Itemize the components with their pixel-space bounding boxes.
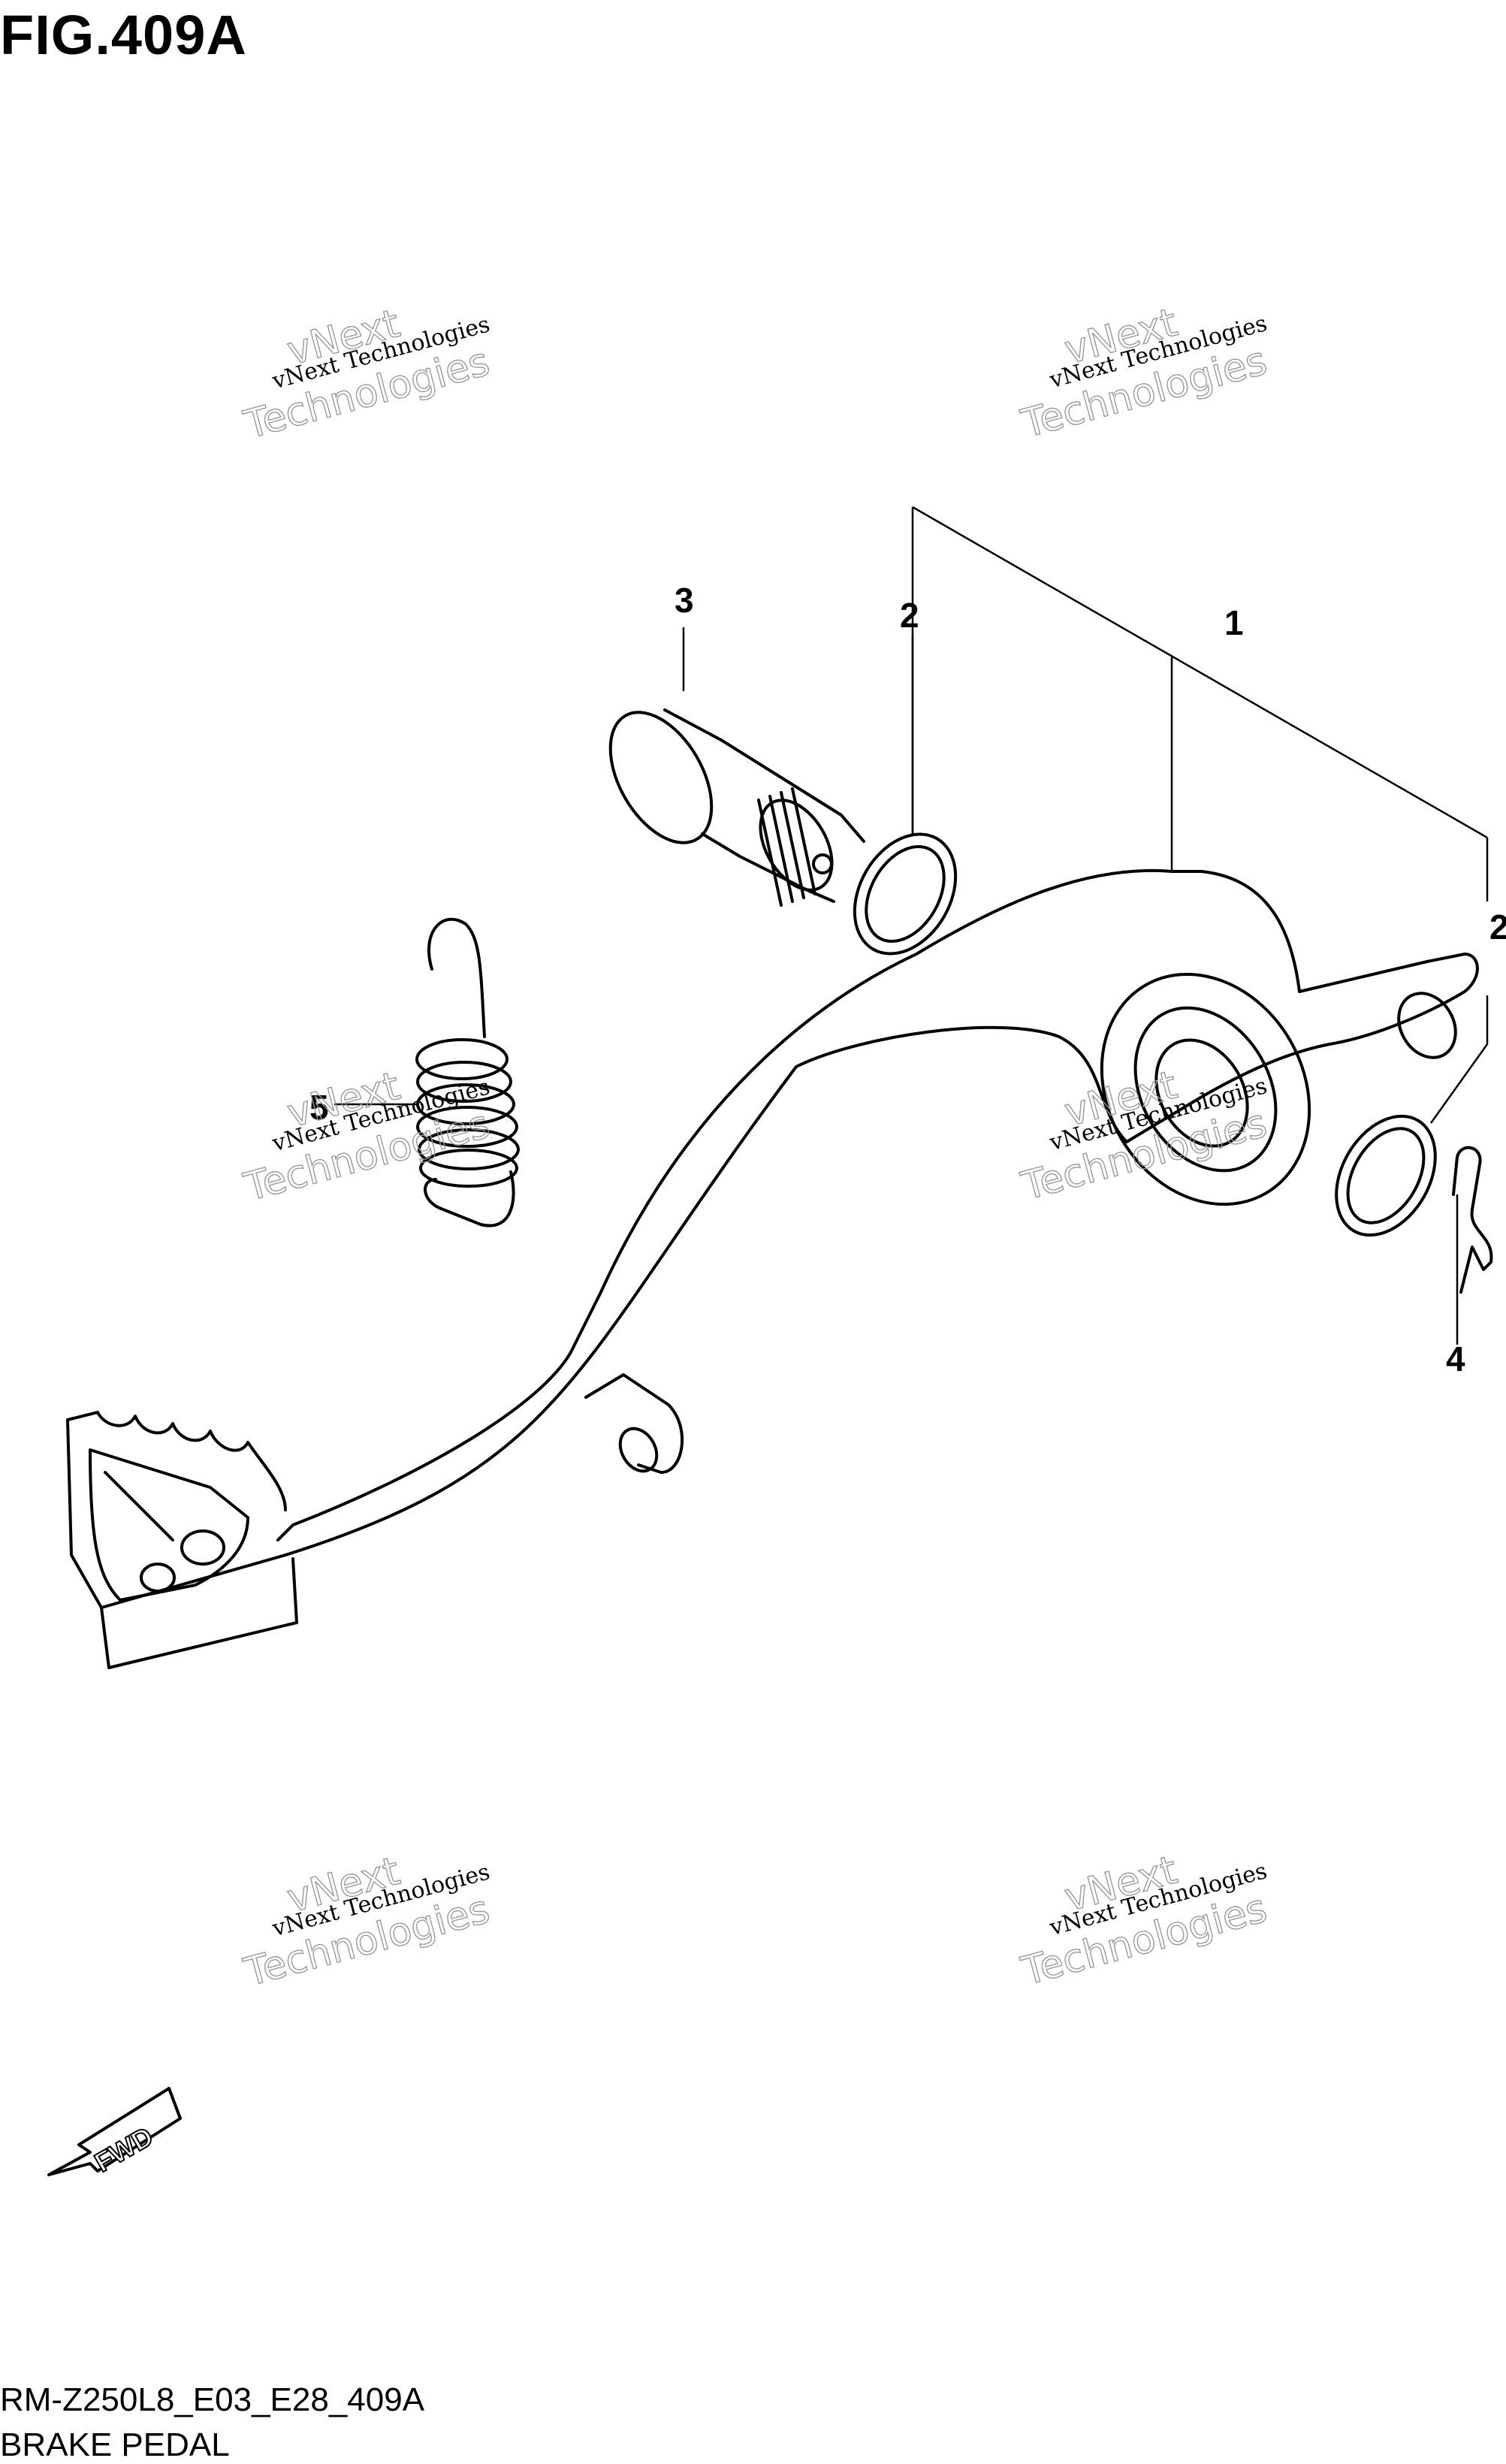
watermark-bottom-left: vNext vNext Technologies Technologies — [239, 1848, 495, 1996]
watermark-top-right: vNext vNext Technologies Technologies — [1016, 300, 1272, 448]
callout-2-right: 2 — [1489, 907, 1506, 947]
callout-4: 4 — [1446, 1339, 1465, 1378]
washer-upper — [853, 832, 958, 956]
fwd-label: FWD — [89, 2121, 158, 2178]
figure-title: FIG.409A — [0, 4, 247, 66]
callout-2-upper: 2 — [900, 596, 919, 635]
pivot-bolt — [608, 708, 865, 907]
return-spring — [415, 917, 520, 1227]
brake-pedal — [66, 869, 1479, 1669]
watermark-bottom-right: vNext vNext Technologies Technologies — [1016, 1847, 1272, 1995]
cotter-pin — [1452, 1146, 1493, 1294]
leader-lines — [334, 506, 1489, 1345]
callout-5: 5 — [309, 1088, 329, 1127]
washer-lower — [1335, 1114, 1437, 1237]
watermark-mid-right: vNext vNext Technologies Technologies — [1016, 1062, 1272, 1210]
watermark-top-left: vNext vNext Technologies Technologies — [239, 300, 495, 448]
callout-3: 3 — [675, 581, 694, 620]
diagram-name: BRAKE PEDAL — [0, 2426, 230, 2463]
callout-1: 1 — [1224, 603, 1244, 642]
fwd-arrow-icon: FWD — [47, 2087, 182, 2179]
diagram-code: RM-Z250L8_E03_E28_409A — [0, 2381, 425, 2418]
